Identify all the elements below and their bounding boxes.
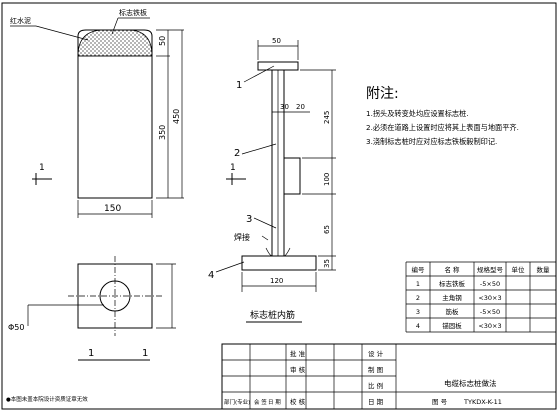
- tb-dept: 部门(专业): [224, 398, 250, 406]
- bom-cell: <30×3: [478, 322, 501, 330]
- label-concrete: 红水泥: [10, 16, 31, 25]
- drawing-title: 电缆标志桩做法: [444, 378, 497, 388]
- dim-width: 150: [104, 204, 121, 214]
- tb-design: 设 计: [368, 349, 384, 358]
- tb-date-right: 日 期: [368, 398, 384, 406]
- bom-cell: -5×50: [480, 308, 500, 316]
- callout-2: 2: [234, 148, 240, 159]
- rebar-title: 标志桩内筋: [250, 309, 295, 321]
- bom-cell: 筋板: [446, 307, 460, 316]
- tb-approve: 批 准: [290, 349, 306, 358]
- section-title-right: 1: [142, 348, 148, 359]
- dim-245: 245: [323, 111, 331, 124]
- tb-draw: 制 图: [368, 365, 383, 374]
- top-plate: [257, 61, 299, 71]
- bom-cell: <30×3: [478, 294, 501, 302]
- inner-rebar-view: 50 30 20 245 100 65 35 120 1 2 3 4 焊接 标志…: [208, 37, 336, 323]
- note-2: 2.必须在道路上设置时应将其上表面与地面平齐.: [366, 123, 519, 132]
- bom-header: 规格型号: [477, 265, 504, 274]
- dim-total: 450: [172, 109, 181, 124]
- base-plate: [241, 255, 317, 271]
- tb-date-left: 日 期: [268, 399, 281, 406]
- callout-1: 1: [236, 80, 242, 91]
- footer-note: ●本图未盖本院设计资质证章无效: [6, 395, 88, 403]
- bom-header: 单位: [512, 265, 526, 274]
- dim-base-width: 120: [270, 277, 283, 285]
- callout-3: 3: [246, 214, 252, 225]
- note-1: 1.拐头及转变处均应设置标志桩.: [366, 109, 469, 118]
- callout-4: 4: [208, 270, 214, 281]
- bom-cell: 2: [416, 294, 420, 302]
- dim-top-width: 50: [272, 37, 281, 45]
- bom-cell: -5×50: [480, 280, 500, 288]
- bom-header: 数量: [537, 265, 551, 274]
- notes: 附注: 1.拐头及转变处均应设置标志桩. 2.必须在道路上设置时应将其上表面与地…: [366, 86, 519, 146]
- marker-post-elevation: 红水泥 标志铁板 50 350 450 150 1 1: [10, 8, 246, 218]
- bom-cell: 4: [416, 322, 420, 330]
- bom-header: 编号: [412, 265, 426, 274]
- dim-20: 20: [296, 103, 305, 111]
- note-3: 3.浇制标志桩时应对应标志铁板毅制印记.: [366, 137, 497, 146]
- bom-header: 名 称: [444, 265, 460, 274]
- dim-body: 350: [158, 125, 167, 140]
- label-plate: 标志铁板: [119, 8, 147, 17]
- dim-top: 50: [158, 36, 167, 46]
- section-num-left: 1: [39, 163, 45, 173]
- weld: [265, 247, 291, 257]
- bom-table: 编号 名 称 规格型号单位 数量 1 标志铁板 -5×50 2 主角钢 <30×3 3 筋板 -5×50…: [405, 261, 557, 333]
- dim-30: 30: [280, 103, 289, 111]
- title-block: 批 准 审 核 校 核 部门(专业) 会 签 日 期 设 计 制 图 比 例 日…: [221, 343, 557, 410]
- rib-plate: [283, 157, 301, 195]
- bom-cell: 标志铁板: [439, 279, 466, 288]
- tb-scale: 比 例: [368, 381, 383, 390]
- tb-check: 校 核: [290, 397, 306, 406]
- plate-leader: [111, 17, 119, 35]
- drawing-no-label: 图 号: [432, 398, 448, 406]
- section-title-left: 1: [88, 348, 94, 359]
- section-num-right: 1: [230, 163, 236, 173]
- drawing-no: TYKDX-K-11: [463, 398, 502, 406]
- dim-35: 35: [323, 259, 331, 268]
- post-top-hatched: [77, 29, 153, 57]
- weld-label: 焊接: [234, 232, 250, 242]
- dim-65: 65: [323, 225, 331, 234]
- tb-review: 审 核: [290, 365, 306, 374]
- post-outline: [77, 29, 153, 199]
- bom-cell: 锚固板: [442, 321, 462, 330]
- dim-100: 100: [323, 173, 331, 186]
- dim-hole: Φ50: [8, 323, 24, 332]
- bom-cell: 主角钢: [442, 293, 462, 302]
- bom-cell: 1: [416, 280, 420, 288]
- bom-cell: 3: [416, 308, 420, 316]
- marker-post-plan: Φ50 1 1: [8, 256, 176, 361]
- concrete-leader: [35, 25, 89, 41]
- tb-sign: 会 签: [254, 398, 267, 406]
- notes-heading: 附注:: [366, 86, 399, 102]
